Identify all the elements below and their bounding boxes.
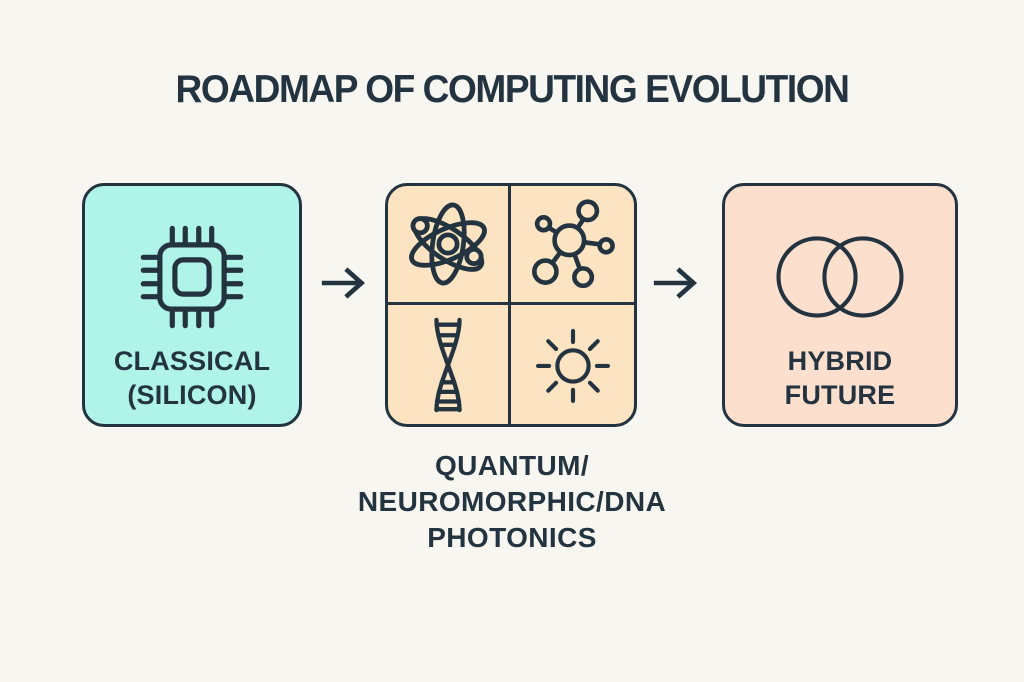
hybrid-label: HYBRID FUTURE (725, 344, 955, 412)
dna-helix-icon (419, 317, 477, 413)
caption-line2: NEUROMORPHIC/DNA (357, 486, 667, 517)
hybrid-label-line2: FUTURE (784, 380, 896, 410)
right-arrow-icon (320, 264, 368, 302)
atom-icon (400, 196, 496, 292)
hybrid-label-line1: HYBRID (787, 346, 893, 376)
emerging-technologies-box (385, 183, 637, 427)
photonics-sun-icon (527, 319, 619, 411)
venn-overlap-icon (725, 226, 955, 328)
classical-label-line2: (SILICON) (127, 380, 257, 410)
right-arrow-icon (652, 264, 700, 302)
quadrant-grid (388, 186, 634, 424)
quadrant-quantum (388, 186, 511, 305)
quadrant-photonics (511, 305, 634, 424)
classical-silicon-box: CLASSICAL (SILICON) (82, 183, 302, 427)
neural-network-icon (527, 198, 619, 290)
cpu-chip-icon (85, 220, 299, 334)
hybrid-future-box: HYBRID FUTURE (722, 183, 958, 427)
quadrant-dna (388, 305, 511, 424)
page-title: ROADMAP OF COMPUTING EVOLUTION (175, 68, 850, 111)
emerging-technologies-caption: QUANTUM/ NEUROMORPHIC/DNA PHOTONICS (0, 448, 1024, 556)
caption-line1: QUANTUM/ (434, 450, 590, 481)
quadrant-neuromorphic (511, 186, 634, 305)
caption-line3: PHOTONICS (427, 522, 597, 553)
classical-label: CLASSICAL (SILICON) (85, 344, 299, 412)
classical-label-line1: CLASSICAL (113, 346, 271, 376)
